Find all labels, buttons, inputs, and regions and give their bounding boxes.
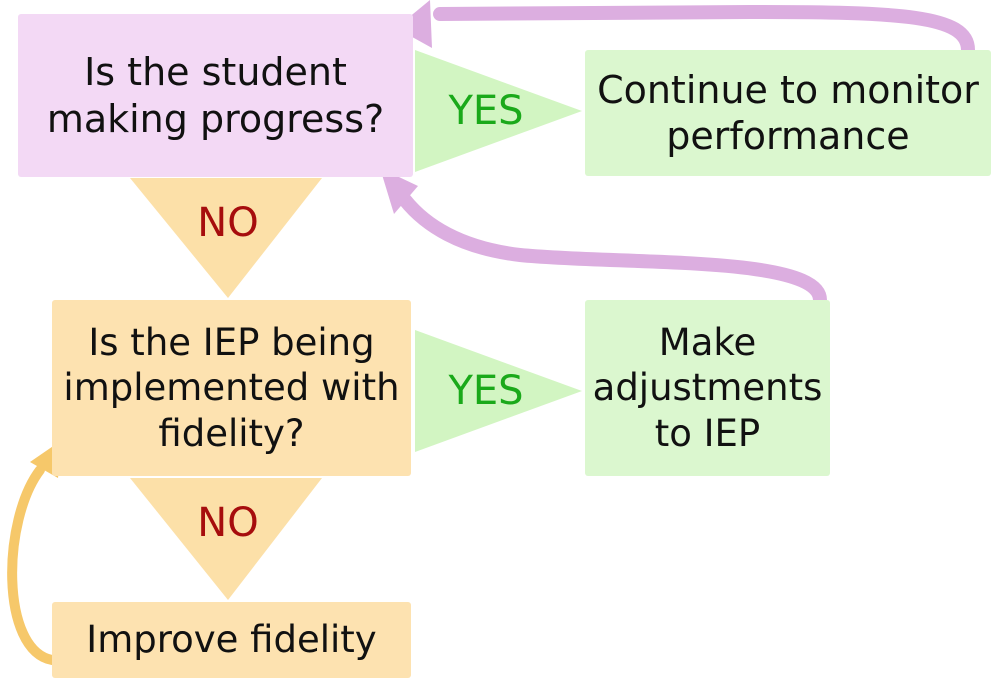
no-label-progress: NO: [197, 200, 259, 246]
improve-action-text: Improve fidelity: [86, 618, 377, 662]
monitor-action-box: Continue to monitor performance: [585, 50, 991, 176]
loop-adjust-to-progress: [398, 193, 827, 307]
adjust-action-text: Make adjustments to IEP: [592, 321, 823, 455]
loop-adjust-arrowhead: [380, 168, 418, 214]
monitor-action-text: Continue to monitor performance: [597, 67, 979, 158]
fidelity-question-text: Is the IEP being implemented with fideli…: [63, 321, 400, 455]
no-label-fidelity: NO: [197, 500, 259, 546]
improve-action-box: Improve fidelity: [52, 602, 411, 678]
yes-label-progress: YES: [448, 88, 524, 134]
progress-question-text: Is the student making progress?: [46, 50, 385, 141]
no-arrow-progress: [130, 178, 322, 298]
fidelity-question-box: Is the IEP being implemented with fideli…: [52, 300, 411, 476]
loop-monitor-to-progress: [433, 4, 975, 57]
yes-arrow-fidelity: [415, 330, 582, 452]
yes-label-fidelity: YES: [448, 368, 524, 414]
loop-improve-to-fidelity: [7, 465, 57, 665]
adjust-action-box: Make adjustments to IEP: [585, 300, 830, 476]
yes-arrow-progress: [415, 50, 582, 172]
progress-question-box: Is the student making progress?: [18, 14, 413, 177]
no-arrow-fidelity: [130, 478, 322, 600]
loop-monitor-arrowhead: [396, 0, 432, 48]
